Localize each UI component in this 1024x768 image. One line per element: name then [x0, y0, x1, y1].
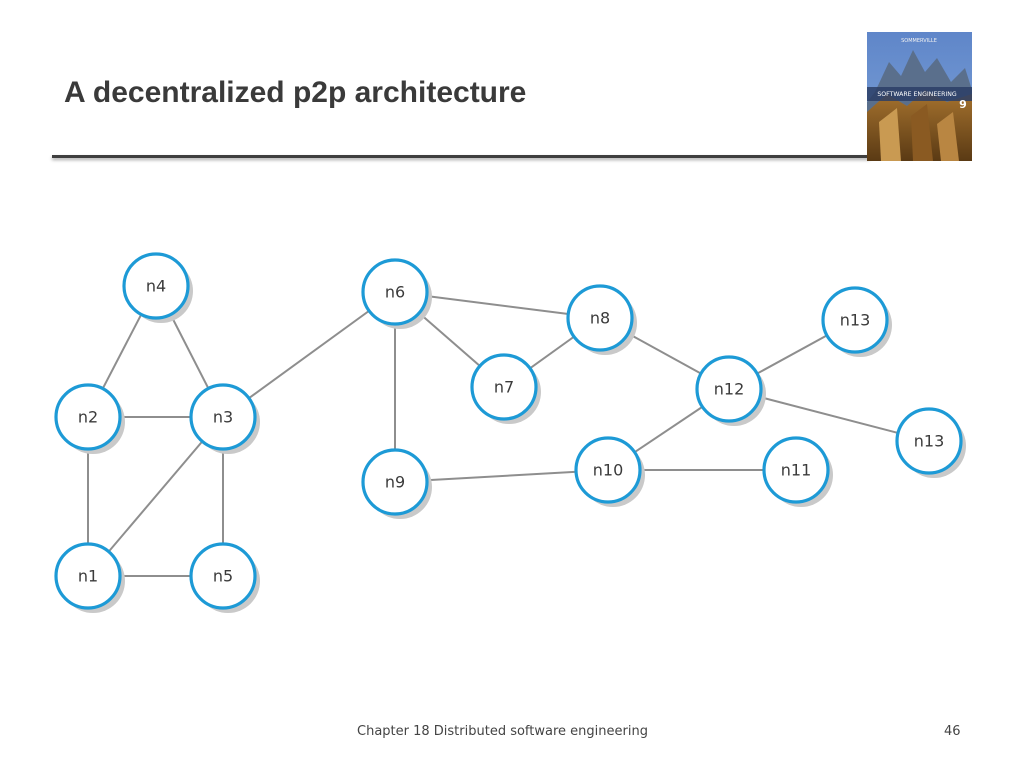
node-n12: n12	[695, 355, 766, 426]
node-circle	[54, 383, 122, 451]
node-circle	[895, 407, 963, 475]
nodes-layer: n1 n2 n3 n4 n5 n6 n7 n8 n9 n10 n11 n12 n13 n13	[54, 252, 966, 613]
node-n3: n3	[189, 383, 260, 454]
node-label: n1	[78, 567, 98, 586]
node-n7: n7	[470, 353, 541, 424]
node-label: n6	[385, 283, 405, 302]
edge-n3-n1	[87, 416, 224, 577]
node-circle	[762, 436, 830, 504]
node-n13b: n13	[895, 407, 966, 478]
node-circle	[695, 355, 763, 423]
node-n13a: n13	[821, 286, 892, 357]
node-label: n11	[781, 461, 812, 480]
node-circle	[821, 286, 889, 354]
node-circle	[574, 436, 642, 504]
title-divider	[52, 155, 870, 158]
book-edition-text: 9	[959, 98, 967, 111]
node-circle	[189, 383, 257, 451]
node-circle	[361, 258, 429, 326]
book-cover-image: SOMMERVILLE SOFTWARE ENGINEERING 9	[867, 32, 972, 161]
node-label: n13	[914, 432, 945, 451]
book-title-text: SOFTWARE ENGINEERING	[877, 91, 957, 98]
node-circle	[54, 542, 122, 610]
node-n8: n8	[566, 284, 637, 355]
book-author-text: SOMMERVILLE	[901, 38, 937, 44]
node-label: n8	[590, 309, 610, 328]
node-label: n2	[78, 408, 98, 427]
node-circle	[361, 448, 429, 516]
node-circle	[189, 542, 257, 610]
node-n9: n9	[361, 448, 432, 519]
node-label: n5	[213, 567, 233, 586]
node-circle	[470, 353, 538, 421]
node-label: n4	[146, 277, 166, 296]
node-circle	[566, 284, 634, 352]
slide-title: A decentralized p2p architecture	[64, 76, 527, 109]
node-n5: n5	[189, 542, 260, 613]
node-n11: n11	[762, 436, 833, 507]
node-label: n9	[385, 473, 405, 492]
node-n4: n4	[122, 252, 193, 323]
node-n10: n10	[574, 436, 645, 507]
footer-chapter-text: Chapter 18 Distributed software engineer…	[357, 724, 648, 739]
node-n1: n1	[54, 542, 125, 613]
page-number: 46	[944, 724, 961, 739]
edge-n3-n6	[222, 291, 396, 418]
node-label: n3	[213, 408, 233, 427]
node-label: n13	[840, 311, 871, 330]
node-circle	[122, 252, 190, 320]
node-label: n12	[714, 380, 745, 399]
node-n2: n2	[54, 383, 125, 454]
node-label: n10	[593, 461, 624, 480]
node-n6: n6	[361, 258, 432, 329]
node-label: n7	[494, 378, 514, 397]
book-cover-art: SOMMERVILLE SOFTWARE ENGINEERING 9	[867, 32, 972, 161]
